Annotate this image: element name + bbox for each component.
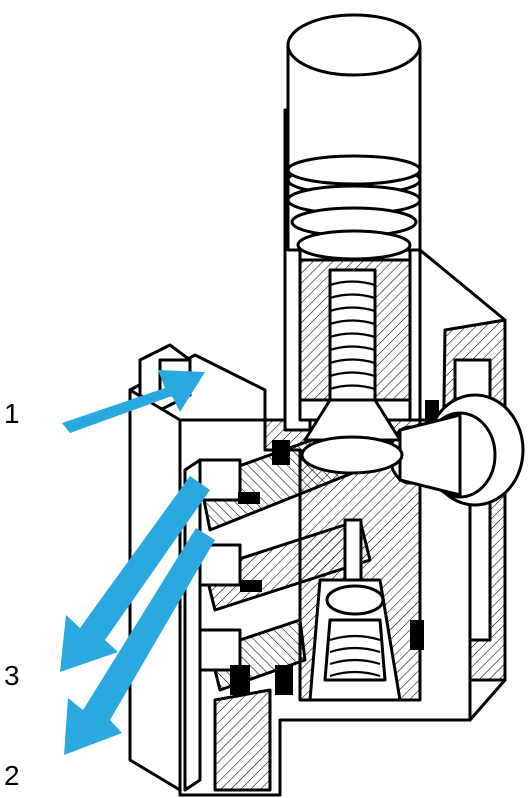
flow-arrows bbox=[60, 370, 215, 755]
arrow-port-3 bbox=[60, 476, 210, 672]
port-1-label: 1 bbox=[4, 398, 20, 429]
port-3-label: 3 bbox=[4, 660, 20, 691]
arrow-port-1 bbox=[62, 370, 205, 433]
port-2-label: 2 bbox=[4, 760, 20, 791]
arrow-port-2 bbox=[64, 528, 215, 755]
plunger-assembly bbox=[283, 13, 422, 475]
